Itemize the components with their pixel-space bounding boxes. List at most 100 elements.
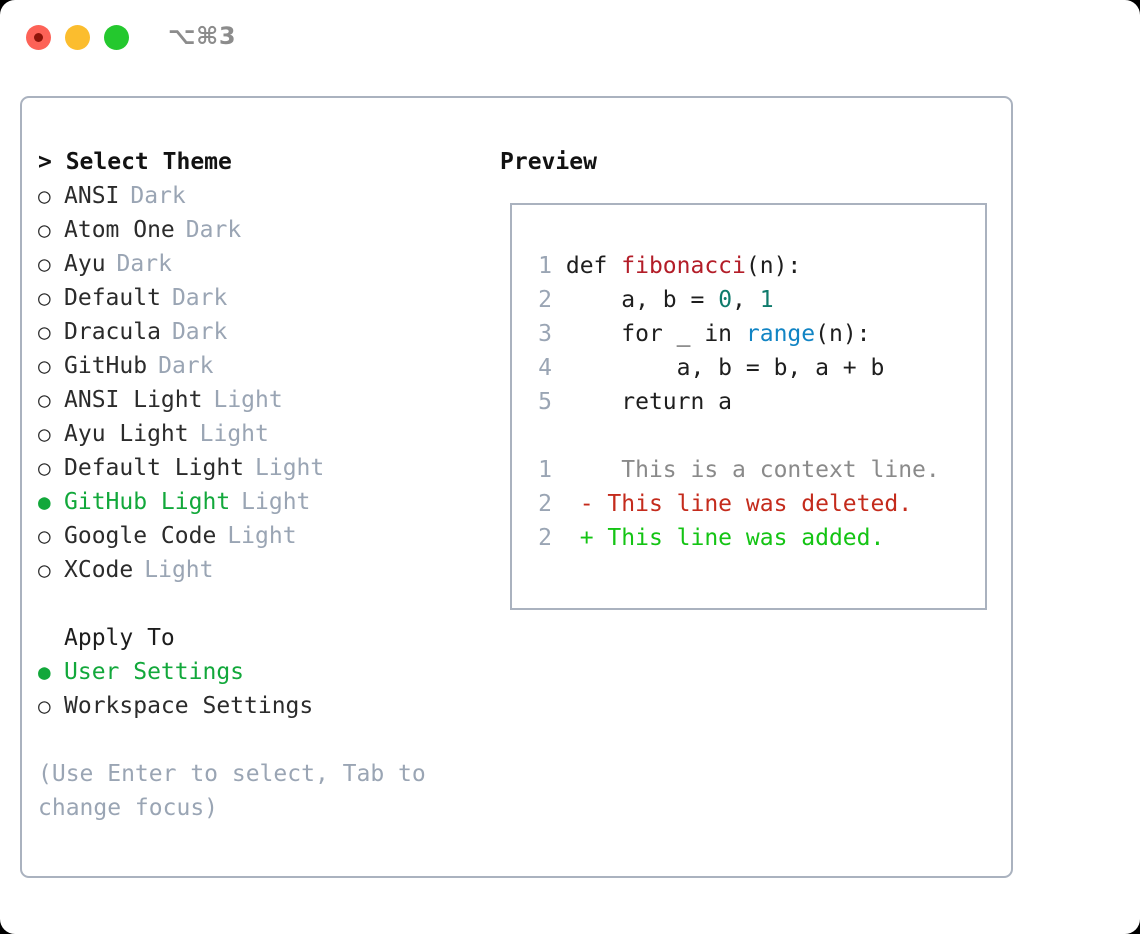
code-token: return a [565, 389, 733, 415]
code-token: a, b = b, a + b [565, 355, 885, 381]
apply-to-list: ● User Settings ○ Workspace Settings [38, 655, 478, 723]
theme-option-label: Dracula [64, 319, 161, 345]
theme-option-default-light[interactable]: ○ Default Light Light [38, 451, 478, 485]
radio-unselected-icon: ○ [38, 286, 51, 310]
theme-option-label: GitHub Light [64, 489, 231, 515]
zoom-button-icon[interactable] [104, 25, 129, 50]
diff-text: This line was added. [593, 525, 885, 551]
code-token: , [732, 287, 760, 313]
code-token: a, b = [565, 287, 719, 313]
line-number: 2 [538, 525, 552, 551]
radio-unselected-icon: ○ [38, 524, 51, 548]
theme-option-label: Ayu Light [64, 421, 189, 447]
line-number: 2 [538, 287, 552, 313]
hint-spacer [38, 723, 478, 757]
keyboard-hint-text: (Use Enter to select, Tab to change focu… [38, 761, 426, 821]
radio-unselected-icon: ○ [38, 218, 51, 242]
theme-option-label: Atom One [64, 217, 175, 243]
theme-option-kind-badge: Dark [158, 353, 214, 379]
code-token: def [565, 253, 622, 279]
radio-unselected-icon: ○ [38, 422, 51, 446]
theme-option-kind-badge: Light [199, 421, 269, 447]
theme-option-kind-badge: Light [213, 387, 283, 413]
theme-option-atom-one[interactable]: ○ Atom One Dark [38, 213, 478, 247]
theme-option-kind-badge: Light [255, 455, 325, 481]
code-line: 2 a, b = 0, 1 [528, 283, 940, 317]
theme-option-label: XCode [64, 557, 134, 583]
line-number: 2 [538, 491, 552, 517]
theme-option-label: Google Code [64, 523, 217, 549]
apply-to-option-workspace-settings[interactable]: ○ Workspace Settings [38, 689, 478, 723]
code-line: 5 return a [528, 385, 940, 419]
radio-unselected-icon: ○ [38, 252, 51, 276]
diff-text: This is a context line. [593, 457, 940, 483]
code-line: 1 def fibonacci(n): [528, 249, 940, 283]
theme-option-kind-badge: Dark [116, 251, 172, 277]
theme-option-label: Ayu [64, 251, 106, 277]
apply-to-heading: Apply To [64, 625, 175, 651]
keyboard-shortcut-label: ⌥⌘3 [168, 22, 237, 50]
preview-column: Preview [500, 145, 990, 179]
theme-option-label: Default [64, 285, 161, 311]
code-token: 0 [718, 287, 733, 313]
radio-unselected-icon: ○ [38, 354, 51, 378]
radio-selected-icon: ● [38, 660, 51, 684]
line-number: 4 [538, 355, 552, 381]
code-token: range [745, 321, 816, 347]
diff-sign [580, 457, 594, 483]
radio-unselected-icon: ○ [38, 694, 51, 718]
code-token: (n): [815, 321, 871, 347]
close-button-icon[interactable] [26, 25, 51, 50]
code-token: 1 [759, 287, 774, 313]
line-number: 1 [538, 457, 552, 483]
diff-line: 2 - This line was deleted. [528, 487, 940, 521]
apply-to-option-user-settings[interactable]: ● User Settings [38, 655, 478, 689]
theme-option-github[interactable]: ○ GitHub Dark [38, 349, 478, 383]
apply-to-option-label: User Settings [64, 659, 245, 685]
theme-option-kind-badge: Dark [171, 285, 228, 311]
diff-sign: + [579, 525, 594, 551]
theme-option-kind-badge: Dark [185, 217, 242, 243]
apply-to-option-label: Workspace Settings [64, 693, 314, 719]
theme-option-ayu-light[interactable]: ○ Ayu Light Light [38, 417, 478, 451]
code-diff-separator [528, 419, 940, 453]
select-theme-heading: > Select Theme [38, 149, 232, 175]
line-number: 1 [538, 253, 552, 279]
minimize-button-icon[interactable] [65, 25, 90, 50]
theme-option-ansi-light[interactable]: ○ ANSI Light Light [38, 383, 478, 417]
title-bar: ⌥⌘3 [0, 0, 1140, 78]
radio-unselected-icon: ○ [38, 456, 51, 480]
theme-option-ayu[interactable]: ○ Ayu Dark [38, 247, 478, 281]
radio-unselected-icon: ○ [38, 184, 51, 208]
theme-option-label: ANSI [64, 183, 120, 209]
radio-unselected-icon: ○ [38, 388, 51, 412]
theme-option-label: GitHub [64, 353, 148, 379]
code-line: 3 for _ in range(n): [528, 317, 940, 351]
section-spacer [38, 587, 478, 621]
diff-sign: - [579, 491, 594, 517]
radio-selected-icon: ● [38, 490, 51, 514]
theme-option-label: ANSI Light [64, 387, 203, 413]
code-token: (n): [745, 253, 802, 279]
radio-unselected-icon: ○ [38, 558, 51, 582]
theme-option-label: Default Light [64, 455, 245, 481]
diff-line: 2 + This line was added. [528, 521, 940, 555]
preview-heading: Preview [500, 149, 597, 175]
diff-line: 1 This is a context line. [528, 453, 940, 487]
code-token: for _ in [565, 321, 746, 347]
code-line: 4 a, b = b, a + b [528, 351, 940, 385]
theme-option-default[interactable]: ○ Default Dark [38, 281, 478, 315]
theme-option-kind-badge: Dark [130, 183, 186, 209]
theme-option-ansi[interactable]: ○ ANSI Dark [38, 179, 478, 213]
code-token: fibonacci [621, 253, 746, 279]
